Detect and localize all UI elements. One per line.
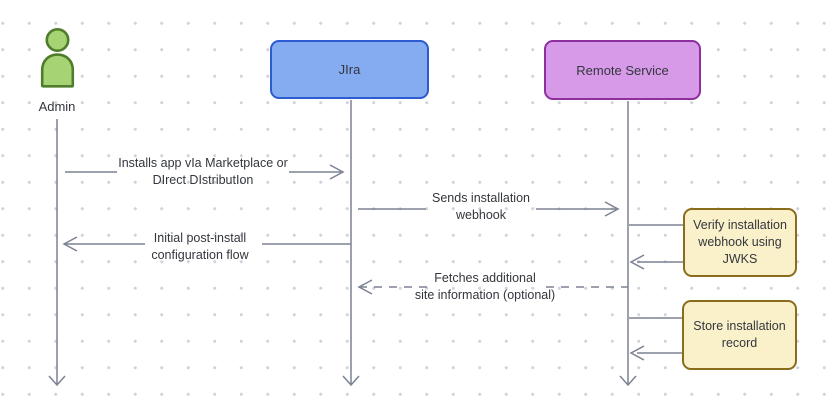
message-line: DIrect DIstributIon xyxy=(152,173,254,187)
note-line: webhook using xyxy=(698,235,782,249)
message-fetches-site-info: Fetches additional site information (opt… xyxy=(364,270,606,304)
actor-box-jira: JIra xyxy=(270,40,429,99)
actor-label-admin: Admin xyxy=(38,99,76,114)
note-line: record xyxy=(721,336,758,350)
note-line: Store installation xyxy=(693,319,786,333)
lifeline-remote-service xyxy=(619,101,637,387)
message-line: Sends installation xyxy=(432,191,530,205)
message-line: Initial post-install xyxy=(153,231,247,245)
message-line: Installs app vIa Marketplace or xyxy=(118,156,288,170)
message-sends-webhook: Sends installation webhook xyxy=(381,190,581,224)
message-line: site information (optional) xyxy=(414,288,556,302)
note-line: Verify installation xyxy=(693,218,787,232)
lifeline-admin xyxy=(48,119,66,387)
message-post-install-config: Initial post-install configuration flow xyxy=(100,230,300,264)
message-line: configuration flow xyxy=(151,248,249,262)
arrow-store-note xyxy=(629,317,682,361)
message-installs-app: Installs app vIa Marketplace or DIrect D… xyxy=(83,155,323,189)
note-store-record: Store installation record xyxy=(682,300,797,370)
actor-box-remote-service: Remote Service xyxy=(544,40,701,100)
actor-label-remote-service: Remote Service xyxy=(576,62,669,78)
lifeline-jira xyxy=(342,100,360,387)
message-line: webhook xyxy=(455,208,507,222)
arrow-verify-note xyxy=(629,224,683,270)
note-verify-webhook: Verify installation webhook using JWKS xyxy=(683,208,797,277)
admin-person-icon xyxy=(40,28,75,88)
actor-label-jira: JIra xyxy=(338,62,361,77)
note-line: JWKS xyxy=(722,252,758,266)
message-line: Fetches additional xyxy=(434,271,536,285)
